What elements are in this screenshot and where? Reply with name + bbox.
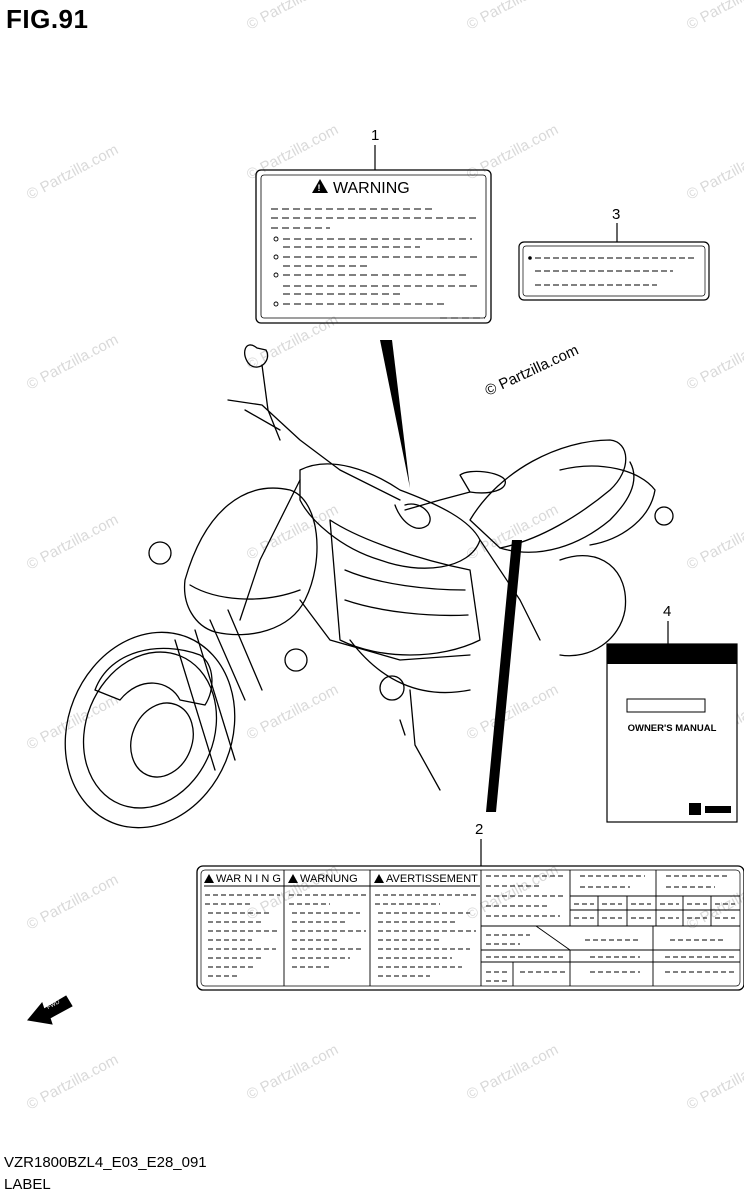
watermark-text: © Partzilla.com [684, 0, 744, 34]
callout-number-1: 1 [371, 127, 379, 144]
watermark-text: © Partzilla.com [684, 141, 744, 203]
multilingual-label-2: WAR N I N G WARNUNG AVERTISSEMENT [196, 865, 744, 991]
figure-title: FIG.91 [6, 4, 89, 34]
watermark-text: © Partzilla.com [244, 311, 341, 373]
watermark-text: © Partzilla.com [244, 121, 341, 183]
watermark-text: © Partzilla.com [464, 1041, 561, 1103]
heading-german: WARNUNG [300, 873, 358, 885]
bullet-markers [273, 236, 279, 307]
leader-wedge-2 [486, 540, 522, 812]
watermark-text: © Partzilla.com [244, 861, 341, 923]
watermark-text: © Partzilla.com [244, 0, 341, 34]
label-3 [518, 241, 710, 301]
motorcycle-drawing [64, 344, 674, 829]
callout-4: 4 [663, 603, 671, 644]
watermark-text: © Partzilla.com [684, 331, 744, 393]
watermark-layer: © Partzilla.com © Partzilla.com © Partzill… [24, 0, 744, 1114]
watermark-text: © Partzilla.com [684, 511, 744, 573]
warning-triangle-icon [288, 874, 298, 883]
watermark-text: © Partzilla.com [464, 0, 561, 34]
watermark-text-main: © Partzilla.com [483, 342, 582, 400]
leader-wedge-1 [380, 340, 410, 488]
warning-triangle-icon [374, 874, 384, 883]
watermark-text: © Partzilla.com [244, 681, 341, 743]
figure-name: LABEL [4, 1176, 51, 1193]
brand-logo-icon [689, 803, 701, 815]
watermark-text: © Partzilla.com [684, 1051, 744, 1113]
forward-arrow-icon: FWD [27, 995, 73, 1025]
heading-english: WAR N I N G [216, 873, 281, 885]
callout-1: 1 [371, 127, 379, 170]
watermark-text: © Partzilla.com [244, 501, 341, 563]
warning-heading: WARNING [333, 180, 410, 197]
watermark-text: © Partzilla.com [244, 1041, 341, 1103]
warning-label-1: ! WARNING [255, 169, 492, 324]
watermark-text: © Partzilla.com [464, 681, 561, 743]
watermark-text: © Partzilla.com [24, 331, 121, 393]
watermark-text: © Partzilla.com [24, 1051, 121, 1113]
warning-triangle-icon [204, 874, 214, 883]
callout-2: 2 [475, 821, 483, 866]
watermark-text: © Partzilla.com [24, 141, 121, 203]
callout-number-2: 2 [475, 821, 483, 838]
watermark-text: © Partzilla.com [464, 861, 561, 923]
callout-number-4: 4 [663, 603, 671, 620]
heading-french: AVERTISSEMENT [386, 873, 478, 885]
callout-3: 3 [612, 206, 620, 242]
watermark-text: © Partzilla.com [684, 871, 744, 933]
owners-manual: OWNER'S MANUAL [606, 643, 738, 823]
svg-text:!: ! [318, 183, 321, 193]
callout-number-3: 3 [612, 206, 620, 223]
watermark-text: © Partzilla.com [464, 121, 561, 183]
watermark-text: © Partzilla.com [24, 691, 121, 753]
watermark-text: © Partzilla.com [24, 511, 121, 573]
figure-code: VZR1800BZL4_E03_E28_091 [4, 1154, 207, 1171]
warning-triangle-icon [312, 179, 328, 193]
watermark-text: © Partzilla.com [24, 871, 121, 933]
owners-manual-title: OWNER'S MANUAL [628, 723, 717, 734]
